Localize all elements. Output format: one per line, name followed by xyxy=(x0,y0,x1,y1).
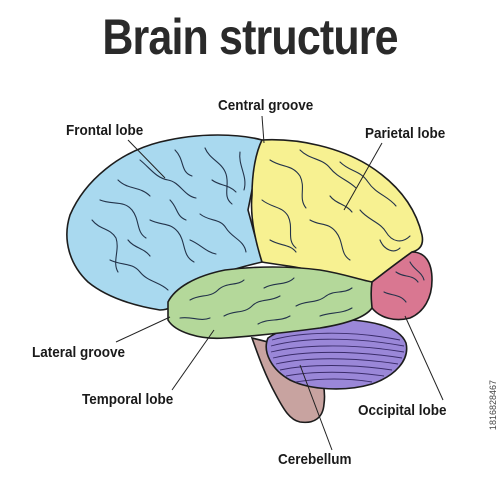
label-leader-lines xyxy=(115,115,444,451)
frontal-folds xyxy=(91,147,247,291)
leader-cerebellum xyxy=(299,364,333,451)
leader-frontal xyxy=(127,139,166,179)
diagram-title: Brain structure xyxy=(102,9,398,65)
leader-central xyxy=(261,115,265,144)
parietal-lobe-shape xyxy=(250,138,424,283)
parietal-folds xyxy=(261,149,411,261)
leader-parietal xyxy=(343,142,383,211)
temporal-lobe-shape xyxy=(167,266,373,340)
leader-temporal xyxy=(171,329,215,391)
temporal-folds xyxy=(179,277,353,325)
cerebellum-folia xyxy=(270,332,405,383)
label-lateral-groove: Lateral groove xyxy=(32,344,126,361)
stock-image-id: 1816828467 xyxy=(488,380,498,431)
label-occipital-lobe: Occipital lobe xyxy=(358,402,447,419)
label-frontal-lobe: Frontal lobe xyxy=(66,122,144,139)
label-central-groove: Central groove xyxy=(218,97,314,114)
label-parietal-lobe: Parietal lobe xyxy=(365,125,446,142)
leader-lateral xyxy=(115,316,171,343)
label-cerebellum: Cerebellum xyxy=(278,451,352,468)
label-temporal-lobe: Temporal lobe xyxy=(82,391,174,408)
leader-occipital xyxy=(404,315,444,401)
occipital-folds xyxy=(383,261,425,303)
